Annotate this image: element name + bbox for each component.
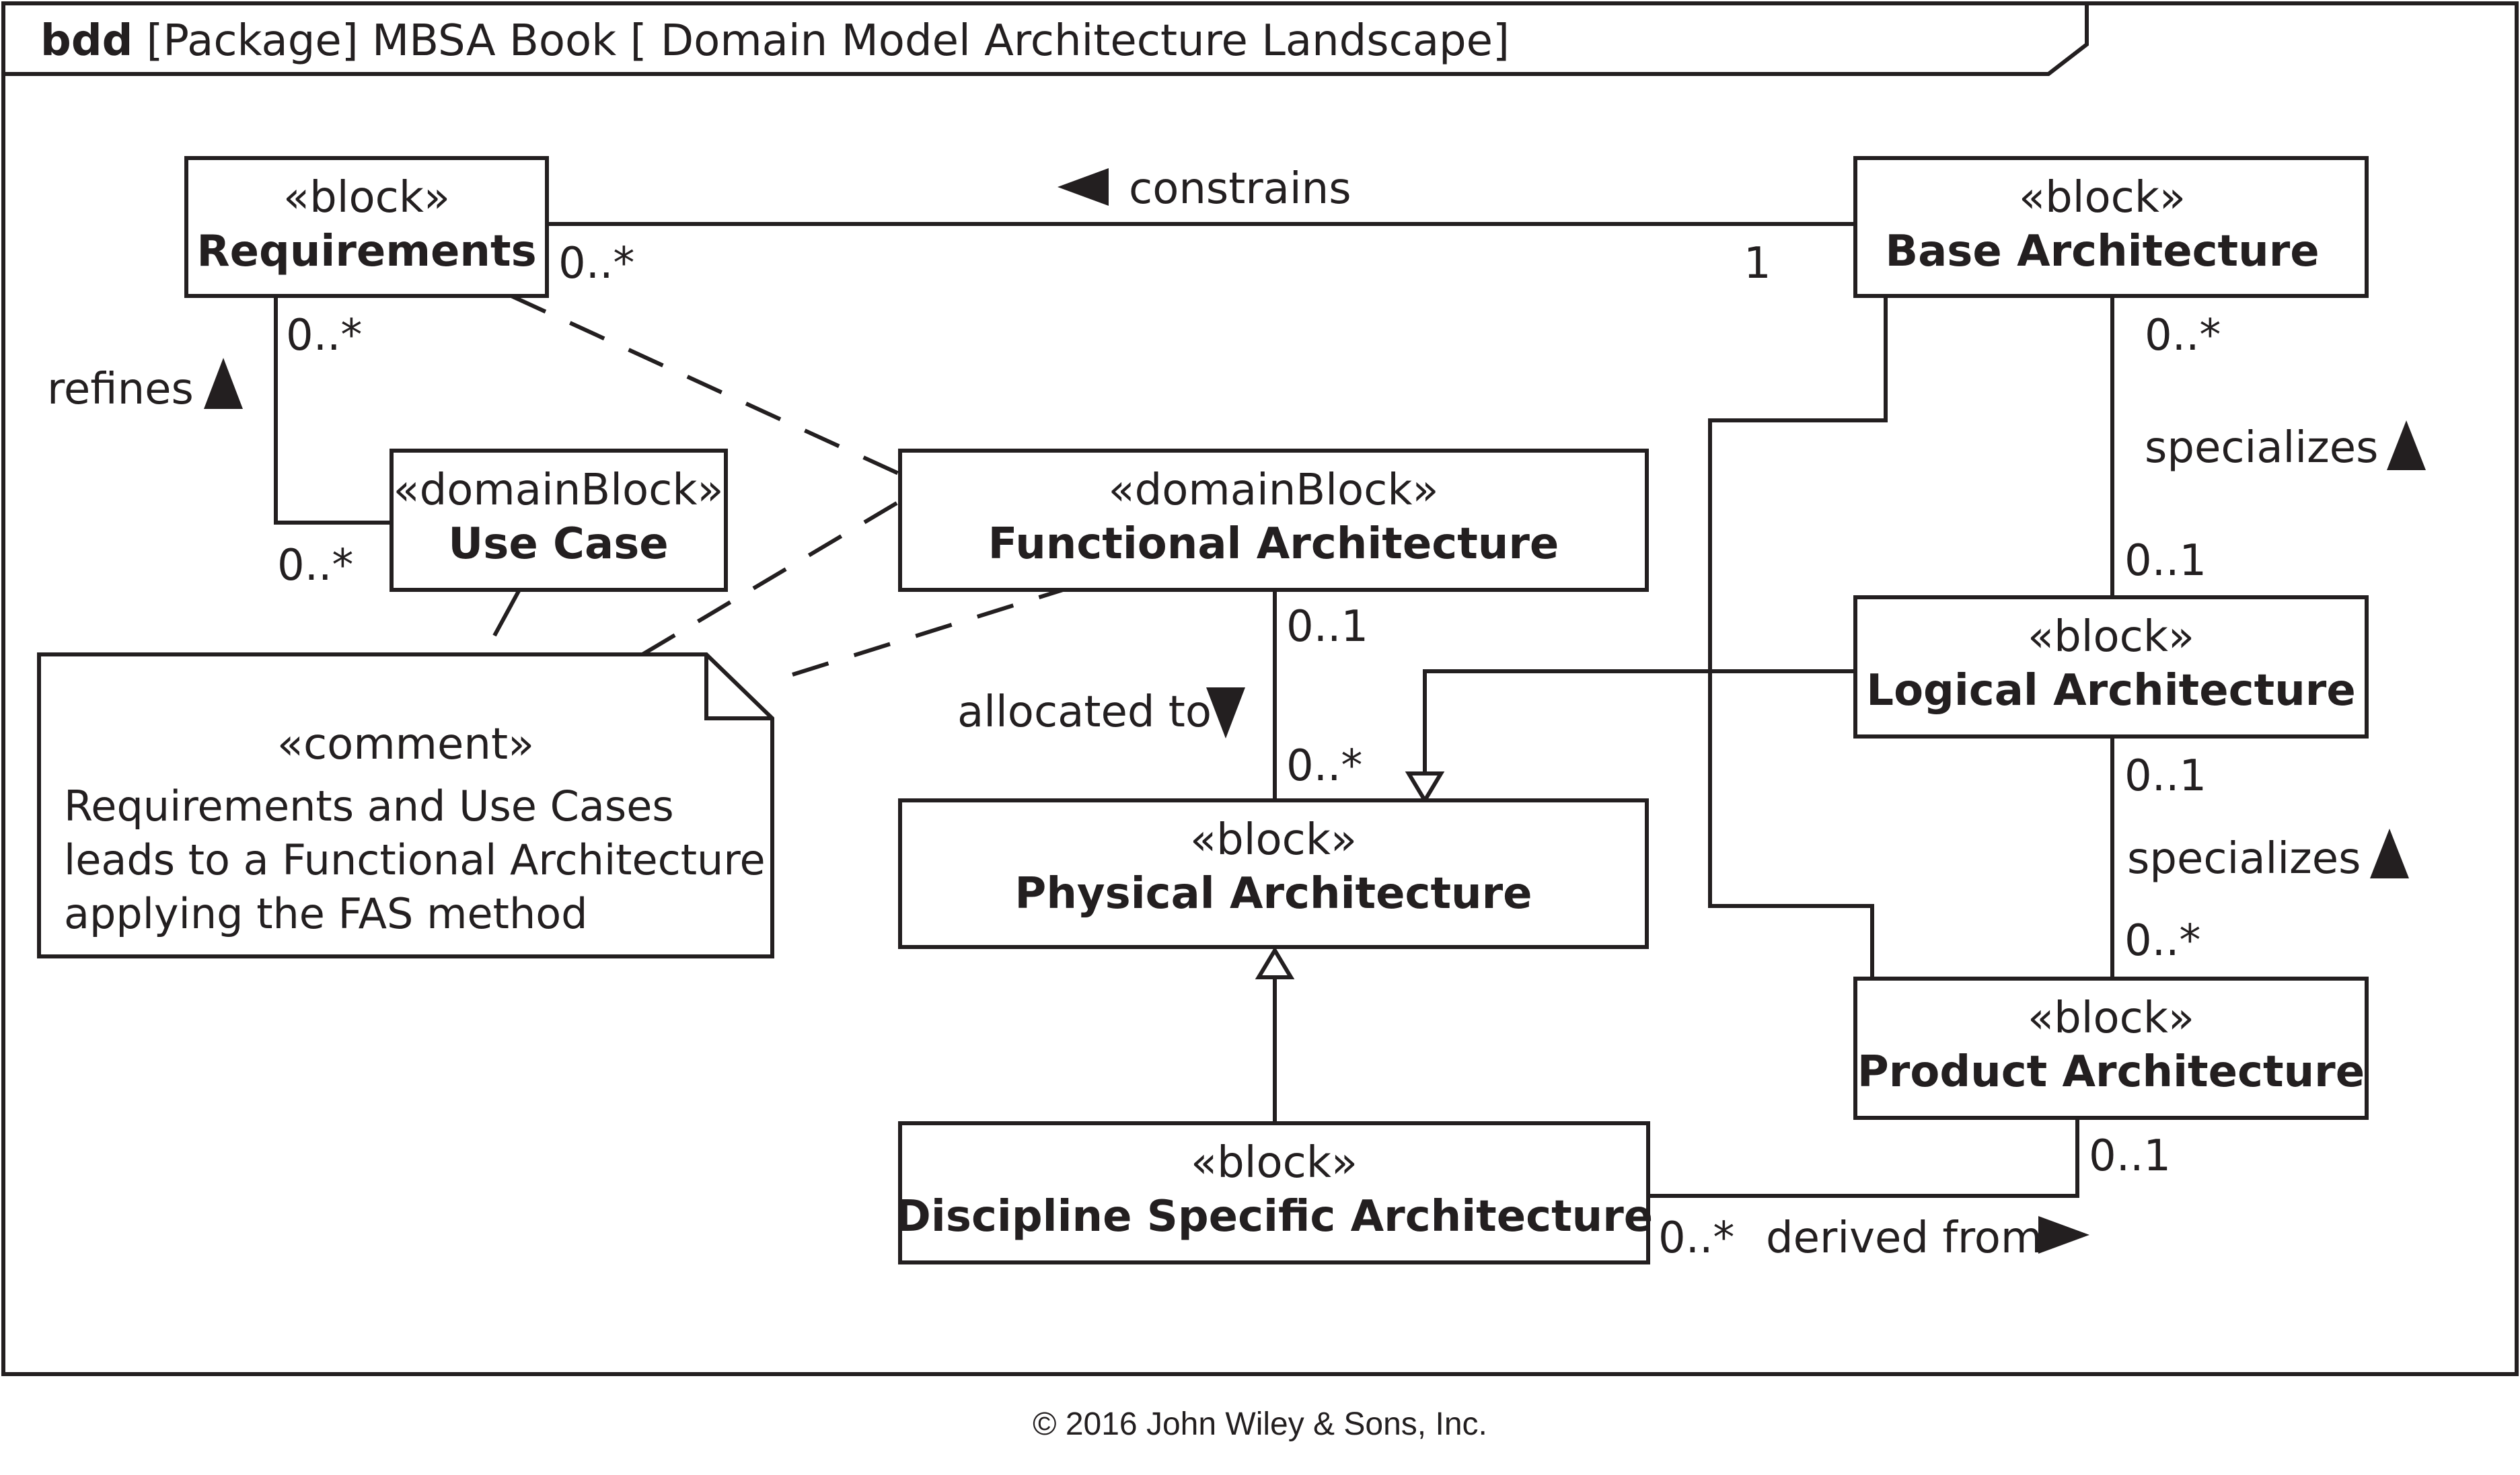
refines-label: refines (47, 365, 194, 414)
block-stereotype: «block» (1190, 815, 1357, 865)
block-stereotype: «domainBlock» (1108, 465, 1438, 515)
frame-name-tab (3, 3, 2089, 76)
multiplicity-label: 0..* (558, 239, 634, 289)
refines-direction-arrow (204, 358, 243, 409)
derived-from-direction-arrow (2038, 1216, 2089, 1254)
multiplicity-label: 0..1 (2124, 751, 2207, 801)
constrains-direction-arrow (1058, 168, 1109, 206)
multiplicity-label: 1 (1744, 239, 1771, 289)
comment-stereotype: «comment» (277, 720, 534, 769)
frame-title: [Package] MBSA Book [ Domain Model Archi… (146, 16, 1510, 66)
multiplicity-label: 0..* (2145, 311, 2221, 361)
specializes-direction-arrow (2387, 420, 2426, 470)
block-name: Use Case (448, 519, 668, 569)
block-logical-architecture[interactable]: «block» Logical Architecture (1853, 595, 2369, 739)
comment-line: applying the FAS method (64, 889, 588, 938)
block-discipline-specific-architecture[interactable]: «block» Discipline Specific Architecture (895, 1121, 1653, 1264)
multiplicity-label: 0..* (1286, 741, 1362, 791)
block-stereotype: «block» (283, 173, 450, 223)
dashed-comment-functional-1 (641, 499, 901, 656)
block-stereotype: «block» (2028, 993, 2194, 1043)
block-outline (1853, 595, 2369, 739)
multiplicity-label: 0..1 (1286, 602, 1368, 652)
multiplicity-label: 0..* (2124, 916, 2200, 966)
block-stereotype: «domainBlock» (393, 465, 723, 515)
specializes-label: specializes (2127, 834, 2361, 884)
block-stereotype: «block» (2019, 173, 2186, 223)
block-name: Logical Architecture (1866, 666, 2355, 716)
dashed-req-functional (510, 294, 901, 476)
anchor-usecase-comment (492, 589, 521, 637)
block-outline (898, 1121, 1650, 1264)
block-name: Product Architecture (1857, 1047, 2365, 1097)
comment-line: leads to a Functional Architecture (64, 835, 766, 884)
diagram-frame (1, 1, 2519, 1376)
note-outline (37, 652, 774, 958)
block-outline (184, 156, 549, 298)
block-physical-architecture[interactable]: «block» Physical Architecture (898, 798, 1649, 949)
block-name: Functional Architecture (988, 519, 1559, 569)
multiplicity-label: 0..* (286, 311, 362, 361)
multiplicity-label: 0..1 (2124, 536, 2207, 586)
block-requirements[interactable]: «block» Requirements (184, 156, 549, 298)
refines-line (274, 296, 392, 525)
copyright-notice: © 2016 John Wiley & Sons, Inc. (1033, 1406, 1487, 1442)
block-product-architecture[interactable]: «block» Product Architecture (1853, 977, 2369, 1120)
dashed-comment-functional-2 (792, 588, 1064, 677)
multiplicity-label: 0..* (1658, 1213, 1734, 1263)
block-outline (1853, 977, 2369, 1120)
block-outline (390, 449, 728, 592)
generalization-arrowhead (1405, 771, 1445, 804)
derived-from-label: derived from (1766, 1213, 2042, 1263)
frame-header: bdd [Package] MBSA Book [ Domain Model A… (40, 16, 1510, 66)
block-stereotype: «block» (1191, 1138, 1358, 1188)
block-base-architecture[interactable]: «block» Base Architecture (1853, 156, 2369, 298)
block-name: Physical Architecture (1014, 869, 1532, 919)
block-name: Discipline Specific Architecture (895, 1192, 1653, 1242)
allocated-to-label: allocated to (957, 687, 1212, 737)
frame-kind: bdd (40, 16, 133, 66)
specializes-direction-arrow (2370, 829, 2409, 878)
specializes-label: specializes (2145, 423, 2378, 473)
block-outline (898, 449, 1649, 592)
comment-line: Requirements and Use Cases (64, 782, 674, 831)
multiplicity-label: 0..1 (2089, 1131, 2171, 1181)
block-functional-architecture[interactable]: «domainBlock» Functional Architecture (898, 449, 1649, 592)
generalization-logical-physical (1423, 669, 1855, 773)
base-product-connector (1708, 296, 1888, 979)
block-stereotype: «block» (2028, 612, 2194, 662)
comment-note[interactable]: «comment» Requirements and Use Cases lea… (37, 652, 774, 958)
constrains-label: constrains (1129, 164, 1351, 214)
block-name: Base Architecture (1885, 227, 2319, 276)
block-outline (1853, 156, 2369, 298)
derived-from-line (1648, 1118, 2079, 1198)
generalization-arrowhead (1255, 946, 1295, 979)
block-name: Requirements (196, 227, 536, 276)
block-outline (898, 798, 1649, 949)
note-folded-corner (704, 654, 772, 720)
multiplicity-label: 0..* (277, 541, 353, 591)
allocated-to-direction-arrow (1206, 687, 1245, 739)
block-use-case[interactable]: «domainBlock» Use Case (390, 449, 728, 592)
